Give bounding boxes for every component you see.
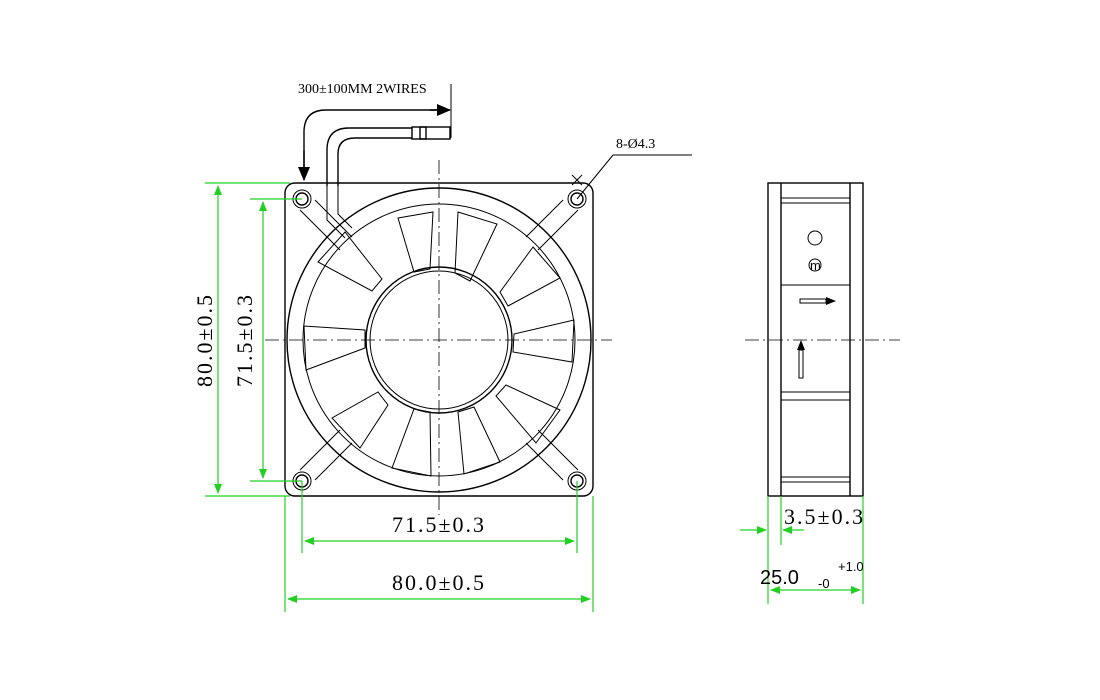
hole-leader xyxy=(571,154,692,200)
dimension-depth-upper-tol: +1.0 xyxy=(838,559,864,574)
dimension-height-holes-label: 71.5±0.3 xyxy=(232,293,257,387)
dimension-width-outer-label: 80.0±0.5 xyxy=(392,570,486,595)
dimension-depth-label: 25.0 xyxy=(760,567,799,589)
dimension-flange-thickness-label: 3.5±0.3 xyxy=(784,504,865,529)
dimension-width-holes xyxy=(301,481,578,553)
front-view: 300±100MM 2WIRES 8-Ø4.3 80.0±0.5 71.5±0.… xyxy=(192,82,692,612)
hole-count-note: 8-Ø4.3 xyxy=(616,137,655,152)
dimension-depth xyxy=(767,496,864,604)
side-view: m 3.5±0.3 25.0 -0 +1.0 xyxy=(740,182,900,604)
dimension-height-holes xyxy=(250,198,302,482)
side-label-circle xyxy=(807,230,823,246)
dimension-width-holes-label: 71.5±0.3 xyxy=(392,512,486,537)
airflow-arrow-icon xyxy=(799,297,836,305)
wire-length-note: 300±100MM 2WIRES xyxy=(298,82,427,97)
side-logo-circle xyxy=(808,258,822,272)
dimension-height-outer-label: 80.0±0.5 xyxy=(192,293,217,387)
dimension-width-outer xyxy=(284,496,594,612)
corner-braces xyxy=(299,199,579,481)
dimension-flange-thickness xyxy=(740,496,804,545)
side-logo-mark: m xyxy=(810,258,821,273)
wire-channel xyxy=(326,186,353,239)
lead-wires xyxy=(298,84,452,186)
side-frame-outline xyxy=(767,182,864,497)
fan-spokes xyxy=(303,211,575,477)
dimension-depth-lower-tol: -0 xyxy=(818,576,830,591)
mounting-hole-top-right xyxy=(570,192,584,206)
rotation-arrow-icon xyxy=(797,340,805,379)
dimension-height-outer xyxy=(205,182,290,497)
